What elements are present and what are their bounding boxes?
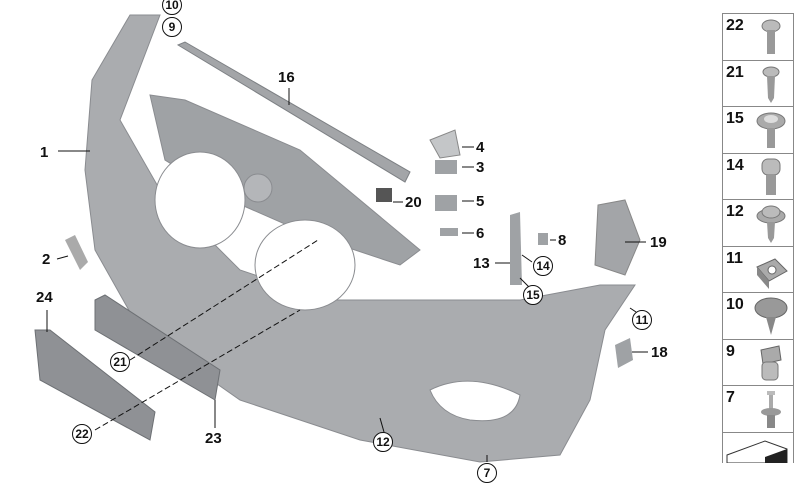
pan-head-screw-icon (761, 19, 781, 54)
clip-nut-icon (756, 257, 788, 289)
legend-item-9: 9 (723, 340, 793, 386)
grille-right-opening (254, 219, 356, 311)
circled-label-14: 14 (533, 256, 553, 276)
circled-label-21: 21 (110, 352, 130, 372)
part-label-19: 19 (650, 234, 667, 251)
part-label-2: 2 (42, 251, 51, 268)
part-label-3: 3 (476, 159, 485, 176)
part-pointer-icon (726, 439, 788, 463)
trim-strip-part (176, 41, 411, 183)
part-label-8: 8 (558, 232, 567, 249)
part-label-24: 24 (36, 289, 53, 306)
legend-item-15: 15 (723, 107, 793, 154)
part-label-1: 1 (40, 144, 49, 161)
bumper-parts-diagram (34, 14, 648, 463)
part-label-5: 5 (476, 193, 485, 210)
legend-item-10: 10 (723, 293, 793, 340)
flange-screw-icon (756, 205, 786, 243)
circled-label-11: 11 (632, 310, 652, 330)
part-label-20: 20 (405, 194, 422, 211)
bracket-part (594, 199, 641, 276)
part-label-4: 4 (476, 139, 485, 156)
grille-left-opening (154, 151, 246, 249)
legend-item-7: 7 (723, 386, 793, 433)
expanding-rivet-icon (754, 297, 788, 335)
part-label-6: 6 (476, 225, 485, 242)
circled-label-22: 22 (72, 424, 92, 444)
circled-label-10: 10 (162, 0, 182, 15)
legend-item-22: 22 (723, 14, 793, 61)
part-label-23: 23 (205, 430, 222, 447)
plug-screw-icon (761, 391, 781, 428)
socket-head-screw-icon (761, 158, 781, 195)
legend-item-pointer (723, 433, 793, 463)
legend-item-14: 14 (723, 154, 793, 200)
legend-item-21: 21 (723, 61, 793, 107)
circled-label-15: 15 (523, 285, 543, 305)
legend-item-12: 12 (723, 200, 793, 247)
self-tapping-screw-icon (762, 66, 780, 103)
circled-label-9: 9 (162, 17, 182, 37)
part-label-13: 13 (473, 255, 490, 272)
part-label-16: 16 (278, 69, 295, 86)
circled-label-7: 7 (477, 463, 497, 483)
licence-plate-holder-part (94, 294, 221, 401)
legend-item-11: 11 (723, 247, 793, 293)
bush-nut-icon (760, 344, 782, 380)
cover-cap-part (429, 129, 461, 159)
circled-label-12: 12 (373, 432, 393, 452)
fastener-legend: 22 21 15 14 12 11 10 9 7 (722, 13, 794, 463)
collar-screw-icon (756, 112, 786, 148)
part-label-18: 18 (651, 344, 668, 361)
